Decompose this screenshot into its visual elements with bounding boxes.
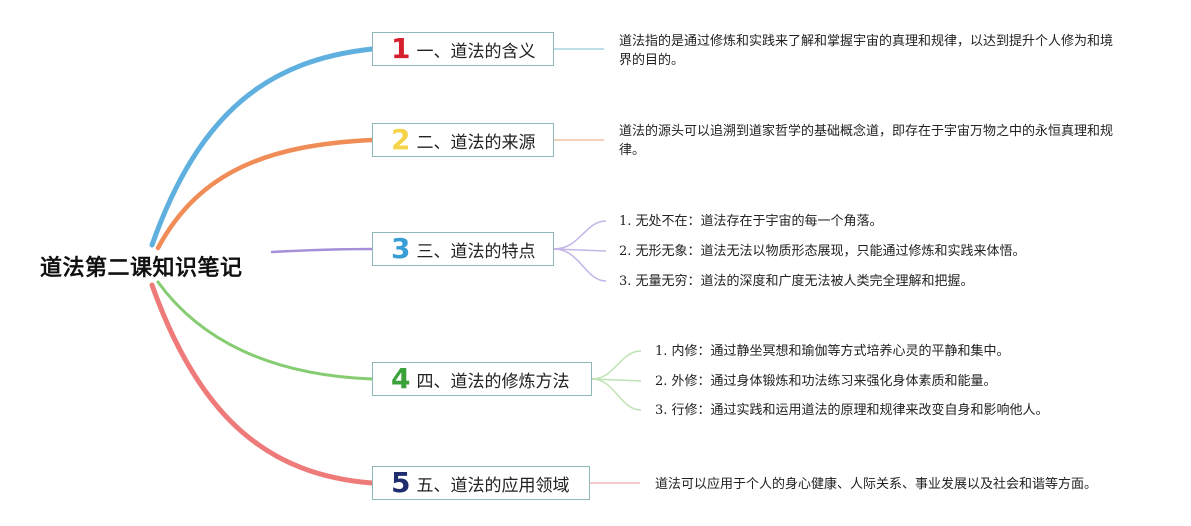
topic-2[interactable]: 2 二、道法的来源 — [372, 123, 554, 157]
branch-connector-4 — [156, 280, 374, 381]
detail-3-1[interactable]: 1. 无处不在：道法存在于宇宙的每一个角落。 — [619, 212, 883, 231]
detail-5-1[interactable]: 道法可以应用于个人的身心健康、人际关系、事业发展以及社会和谐等方面。 — [655, 475, 1097, 494]
detail-connector-4a — [591, 350, 642, 380]
detail-text: 内修：通过静坐冥想和瑜伽等方式培养心灵的平静和集中。 — [671, 344, 1010, 359]
topic-3[interactable]: 3 三、道法的特点 — [372, 232, 554, 266]
topic-number-1: 1 — [391, 32, 411, 65]
topic-label-1: 一、道法的含义 — [416, 41, 536, 62]
topic-1[interactable]: 1 一、道法的含义 — [372, 32, 554, 66]
topic-label-2: 二、道法的来源 — [416, 132, 536, 153]
branch-connector-3 — [270, 247, 374, 254]
topic-5[interactable]: 5 五、道法的应用领域 — [372, 466, 590, 500]
detail-marker: 3. — [619, 274, 632, 289]
detail-text: 无量无穷：道法的深度和广度无法被人类完全理解和把握。 — [635, 274, 974, 289]
topic-label-4: 四、道法的修炼方法 — [416, 371, 570, 392]
detail-4-2[interactable]: 2. 外修：通过身体锻炼和功法练习来强化身体素质和能量。 — [655, 372, 997, 391]
detail-3-3[interactable]: 3. 无量无穷：道法的深度和广度无法被人类完全理解和把握。 — [619, 272, 974, 291]
topic-number-5: 5 — [391, 466, 411, 499]
detail-marker: 3. — [655, 403, 668, 418]
detail-connector-3a — [553, 220, 607, 250]
topic-number-4: 4 — [391, 362, 411, 395]
branch-connector-2 — [155, 137, 375, 251]
detail-text: 无形无象：道法无法以物质形态展现，只能通过修炼和实践来体悟。 — [635, 244, 1026, 259]
branch-connector-1 — [149, 46, 375, 248]
detail-connector-4b — [591, 378, 642, 382]
detail-marker: 2. — [619, 244, 632, 259]
detail-marker: 1. — [619, 214, 632, 229]
detail-1-1[interactable]: 道法指的是通过修炼和实践来了解和掌握宇宙的真理和规律，以达到提升个人修为和境界的… — [619, 32, 1114, 70]
detail-connector-3c — [553, 248, 607, 282]
detail-4-3[interactable]: 3. 行修：通过实践和运用道法的原理和规律来改变自身和影响他人。 — [655, 401, 1049, 420]
detail-text: 道法可以应用于个人的身心健康、人际关系、事业发展以及社会和谐等方面。 — [655, 477, 1098, 492]
detail-text: 道法的源头可以追溯到道家哲学的基础概念道，即存在于宇宙万物之中的永恒真理和规律。 — [619, 124, 1114, 158]
detail-text: 道法指的是通过修炼和实践来了解和掌握宇宙的真理和规律，以达到提升个人修为和境界的… — [619, 34, 1114, 68]
detail-connector-3b — [553, 248, 607, 252]
topic-4[interactable]: 4 四、道法的修炼方法 — [372, 362, 592, 396]
detail-connector-4c — [591, 378, 642, 411]
detail-marker: 2. — [655, 374, 668, 389]
detail-3-2[interactable]: 2. 无形无象：道法无法以物质形态展现，只能通过修炼和实践来体悟。 — [619, 242, 1026, 261]
detail-2-1[interactable]: 道法的源头可以追溯到道家哲学的基础概念道，即存在于宇宙万物之中的永恒真理和规律。 — [619, 122, 1114, 160]
detail-text: 行修：通过实践和运用道法的原理和规律来改变自身和影响他人。 — [671, 403, 1049, 418]
topic-number-3: 3 — [391, 232, 411, 265]
topic-label-5: 五、道法的应用领域 — [416, 475, 570, 496]
root-topic[interactable]: 道法第二课知识笔记 — [40, 256, 243, 281]
topic-number-2: 2 — [391, 123, 411, 156]
detail-text: 外修：通过身体锻炼和功法练习来强化身体素质和能量。 — [671, 374, 997, 389]
topic-label-3: 三、道法的特点 — [416, 241, 536, 262]
detail-4-1[interactable]: 1. 内修：通过静坐冥想和瑜伽等方式培养心灵的平静和集中。 — [655, 342, 1010, 361]
detail-text: 无处不在：道法存在于宇宙的每一个角落。 — [635, 214, 883, 229]
detail-marker: 1. — [655, 344, 668, 359]
branch-connector-5 — [149, 282, 375, 486]
